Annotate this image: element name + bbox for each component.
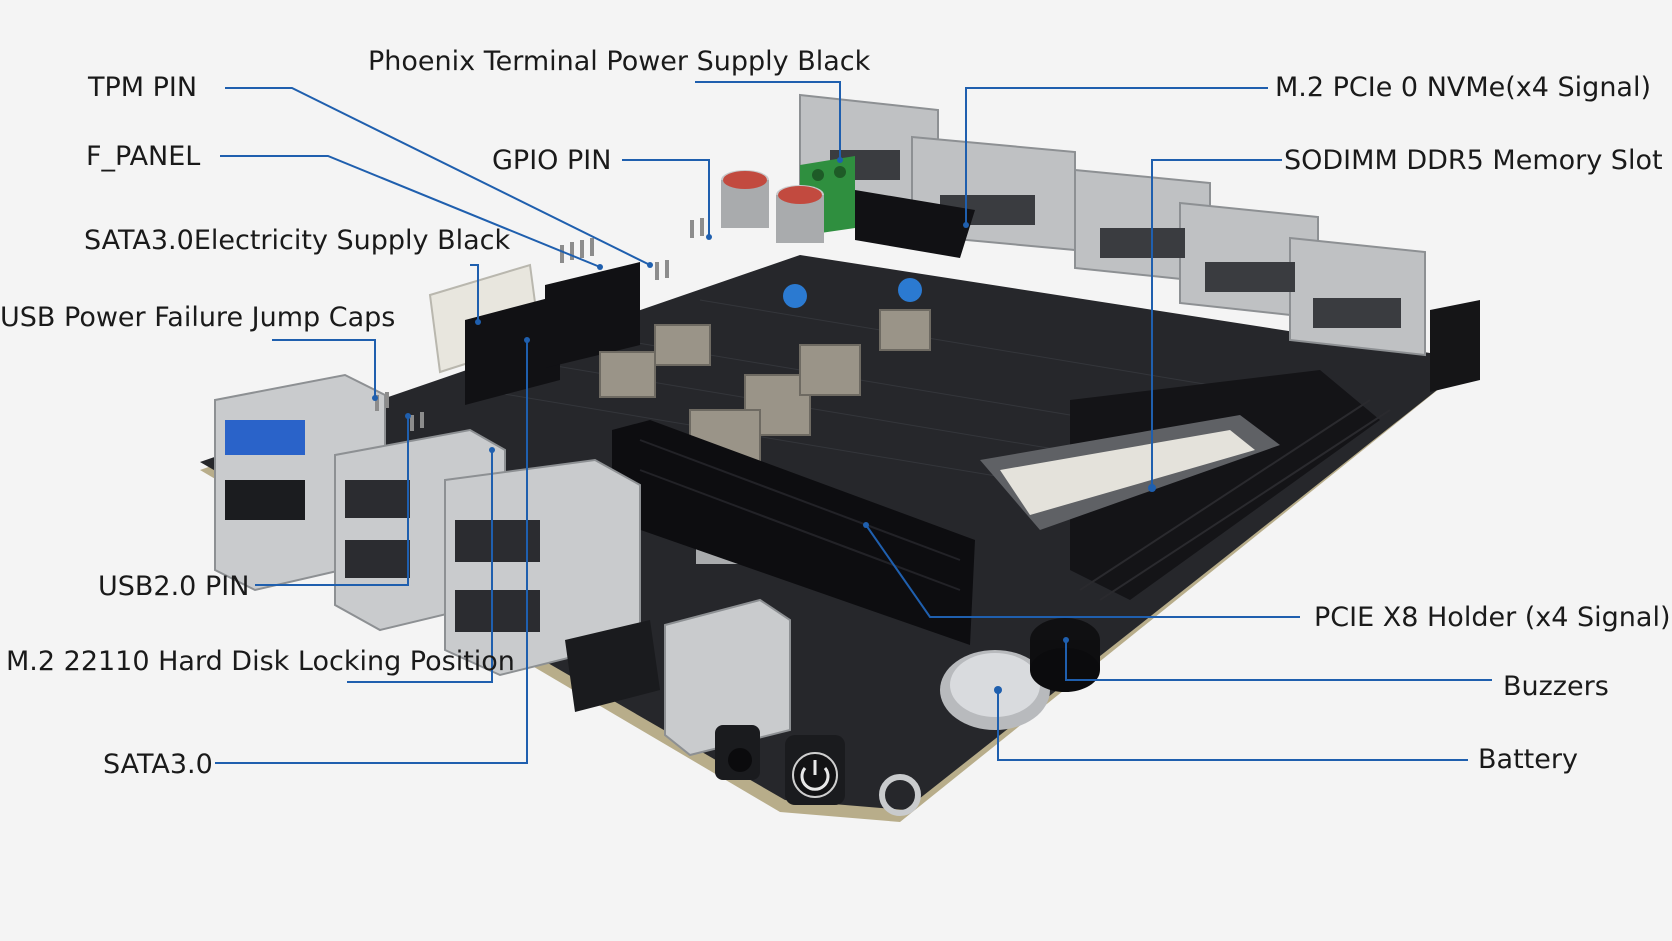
label-tpm-pin: TPM PIN [88, 72, 198, 103]
sata-connectors [465, 262, 640, 405]
label-sodimm: SODIMM DDR5 Memory Slot [1284, 145, 1663, 176]
label-usb-power-jump: USB Power Failure Jump Caps [0, 302, 396, 333]
vrm-chokes [599, 309, 931, 466]
label-gpio-pin: GPIO PIN [492, 145, 612, 176]
label-m2-lock: M.2 22110 Hard Disk Locking Position [6, 646, 515, 677]
leader-lines [215, 81, 1492, 764]
label-phoenix-power: Phoenix Terminal Power Supply Black [368, 46, 871, 77]
label-f-panel: F_PANEL [86, 141, 201, 172]
label-battery: Battery [1478, 744, 1578, 775]
label-sata-power: SATA3.0Electricity Supply Black [84, 225, 511, 256]
label-pcie-x8: PCIE X8 Holder (x4 Signal) [1314, 602, 1671, 633]
leader-dots [372, 157, 1156, 694]
audio-jack [715, 725, 760, 780]
m2-slot [855, 190, 975, 258]
label-buzzers: Buzzers [1503, 671, 1609, 702]
label-usb2-pin: USB2.0 PIN [98, 571, 250, 602]
power-icon [785, 735, 845, 805]
pcie-x8-slot [612, 420, 975, 645]
rear-io [214, 373, 791, 757]
label-sata3: SATA3.0 [103, 749, 213, 780]
label-m2-pcie: M.2 PCIe 0 NVMe(x4 Signal) [1275, 72, 1652, 103]
sodimm-slot [1070, 370, 1380, 600]
